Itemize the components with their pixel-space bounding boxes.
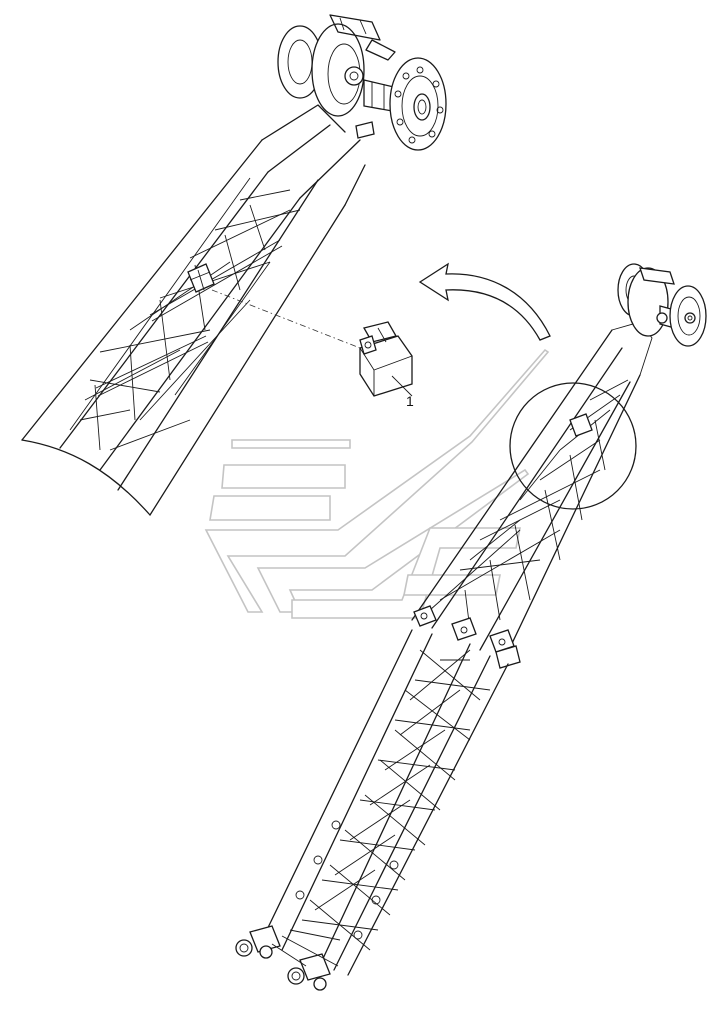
callout-label-1: 1 [406,393,414,409]
sensor-box [359,321,413,397]
curved-arrow-icon [418,262,551,341]
watermark-logo [204,348,550,619]
callout-leader [391,375,413,397]
detail-callout-circle [509,382,637,510]
boom-detail-view [21,14,447,516]
full-boom-view [235,263,707,991]
